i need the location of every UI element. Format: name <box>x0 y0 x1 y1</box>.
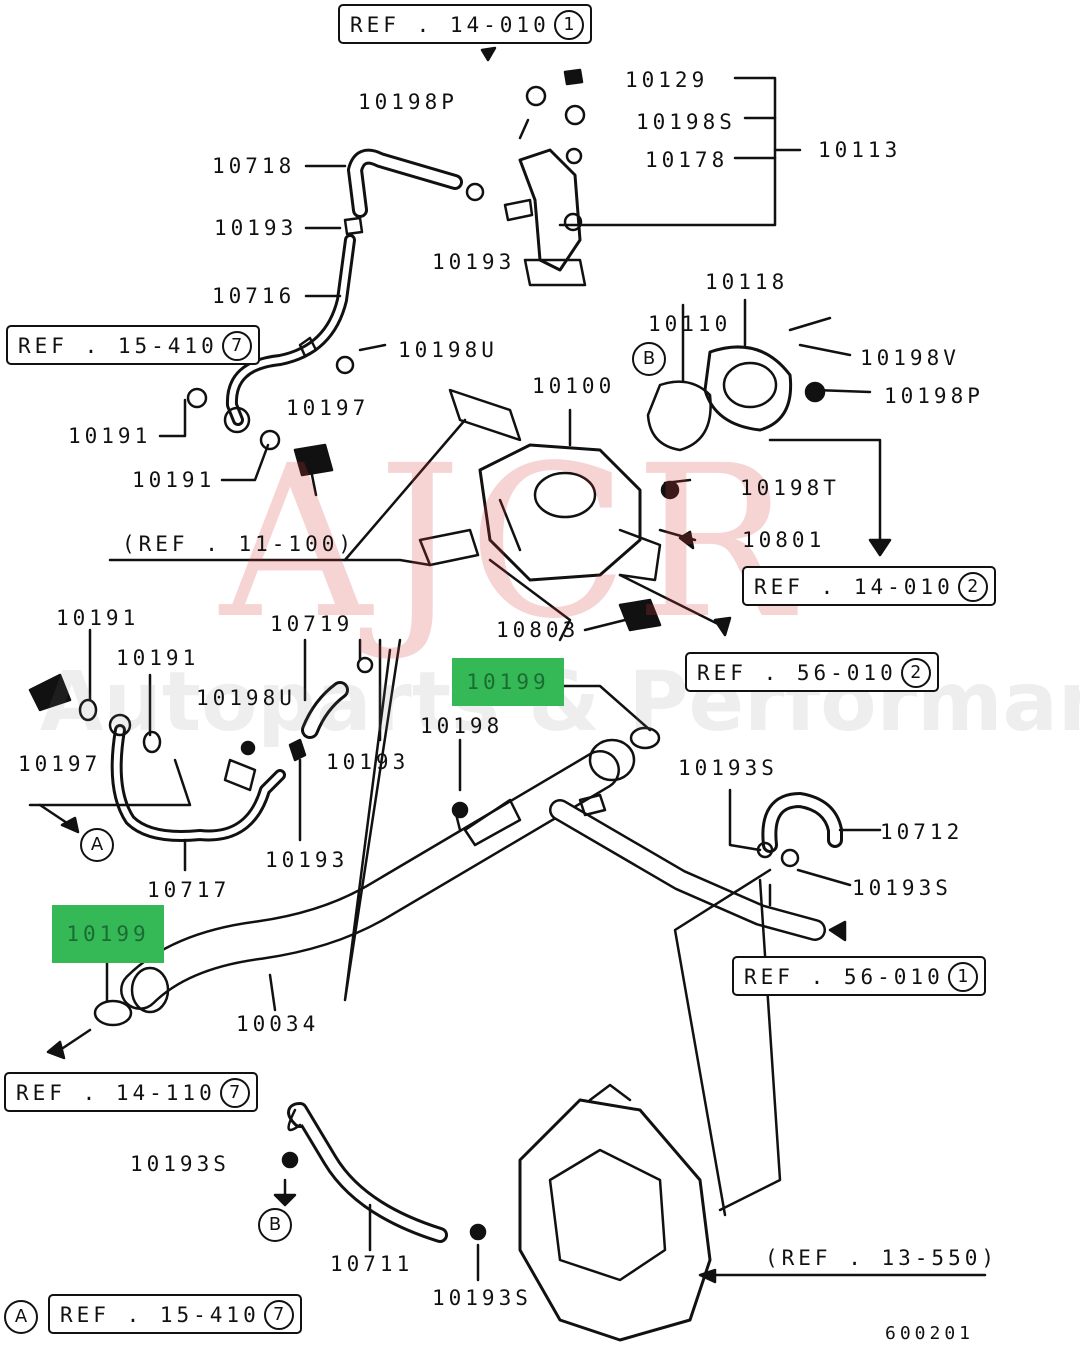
part-10191-c[interactable]: 10191 <box>56 606 140 630</box>
part-10193S-a[interactable]: 10193S <box>678 756 778 780</box>
part-10193S-b[interactable]: 10193S <box>852 876 952 900</box>
part-10803[interactable]: 10803 <box>496 618 580 642</box>
part-10193S-c[interactable]: 10193S <box>130 1152 230 1176</box>
part-10801[interactable]: 10801 <box>742 528 826 552</box>
connector-a-bottom: A <box>4 1300 38 1334</box>
connector-a-left: A <box>80 828 114 862</box>
part-10198P-top[interactable]: 10198P <box>358 90 458 114</box>
ref-13-550: (REF . 13-550) <box>765 1246 999 1270</box>
part-10711[interactable]: 10711 <box>330 1252 414 1276</box>
part-10712[interactable]: 10712 <box>880 820 964 844</box>
part-10197-b[interactable]: 10197 <box>18 752 102 776</box>
part-10717[interactable]: 10717 <box>147 878 231 902</box>
part-10191-a[interactable]: 10191 <box>68 424 152 448</box>
part-10100[interactable]: 10100 <box>532 374 616 398</box>
highlighted-part-10199-lower[interactable]: 10199 <box>52 905 164 963</box>
part-10198U-top[interactable]: 10198U <box>398 338 498 362</box>
part-10118[interactable]: 10118 <box>705 270 789 294</box>
part-10198P-right[interactable]: 10198P <box>884 384 984 408</box>
highlighted-part-10199-upper[interactable]: 10199 <box>452 658 564 706</box>
part-10198T[interactable]: 10198T <box>740 476 840 500</box>
part-10719[interactable]: 10719 <box>270 612 354 636</box>
part-10193-c[interactable]: 10193 <box>326 750 410 774</box>
part-10193-a[interactable]: 10193 <box>214 216 298 240</box>
part-10718[interactable]: 10718 <box>212 154 296 178</box>
part-10113[interactable]: 10113 <box>818 138 902 162</box>
part-10193S-d[interactable]: 10193S <box>432 1286 532 1310</box>
part-10198[interactable]: 10198 <box>420 714 504 738</box>
ref-11-100: (REF . 11-100) <box>122 532 356 556</box>
connector-b-top: B <box>632 342 666 376</box>
figure-number: 600201 <box>885 1323 975 1344</box>
part-10191-b[interactable]: 10191 <box>132 468 216 492</box>
part-10129[interactable]: 10129 <box>625 68 709 92</box>
connector-b-bottom: B <box>258 1208 292 1242</box>
part-10178[interactable]: 10178 <box>645 148 729 172</box>
part-10198V[interactable]: 10198V <box>860 346 960 370</box>
part-10191-d[interactable]: 10191 <box>116 646 200 670</box>
part-10110[interactable]: 10110 <box>648 312 732 336</box>
part-10197-a[interactable]: 10197 <box>286 396 370 420</box>
part-10034[interactable]: 10034 <box>236 1012 320 1036</box>
part-10193-b[interactable]: 10193 <box>432 250 516 274</box>
watermark-logo: AJCR <box>220 420 799 665</box>
part-10198U-left[interactable]: 10198U <box>196 686 296 710</box>
part-10198S[interactable]: 10198S <box>636 110 736 134</box>
part-10716[interactable]: 10716 <box>212 284 296 308</box>
part-10193-d[interactable]: 10193 <box>265 848 349 872</box>
